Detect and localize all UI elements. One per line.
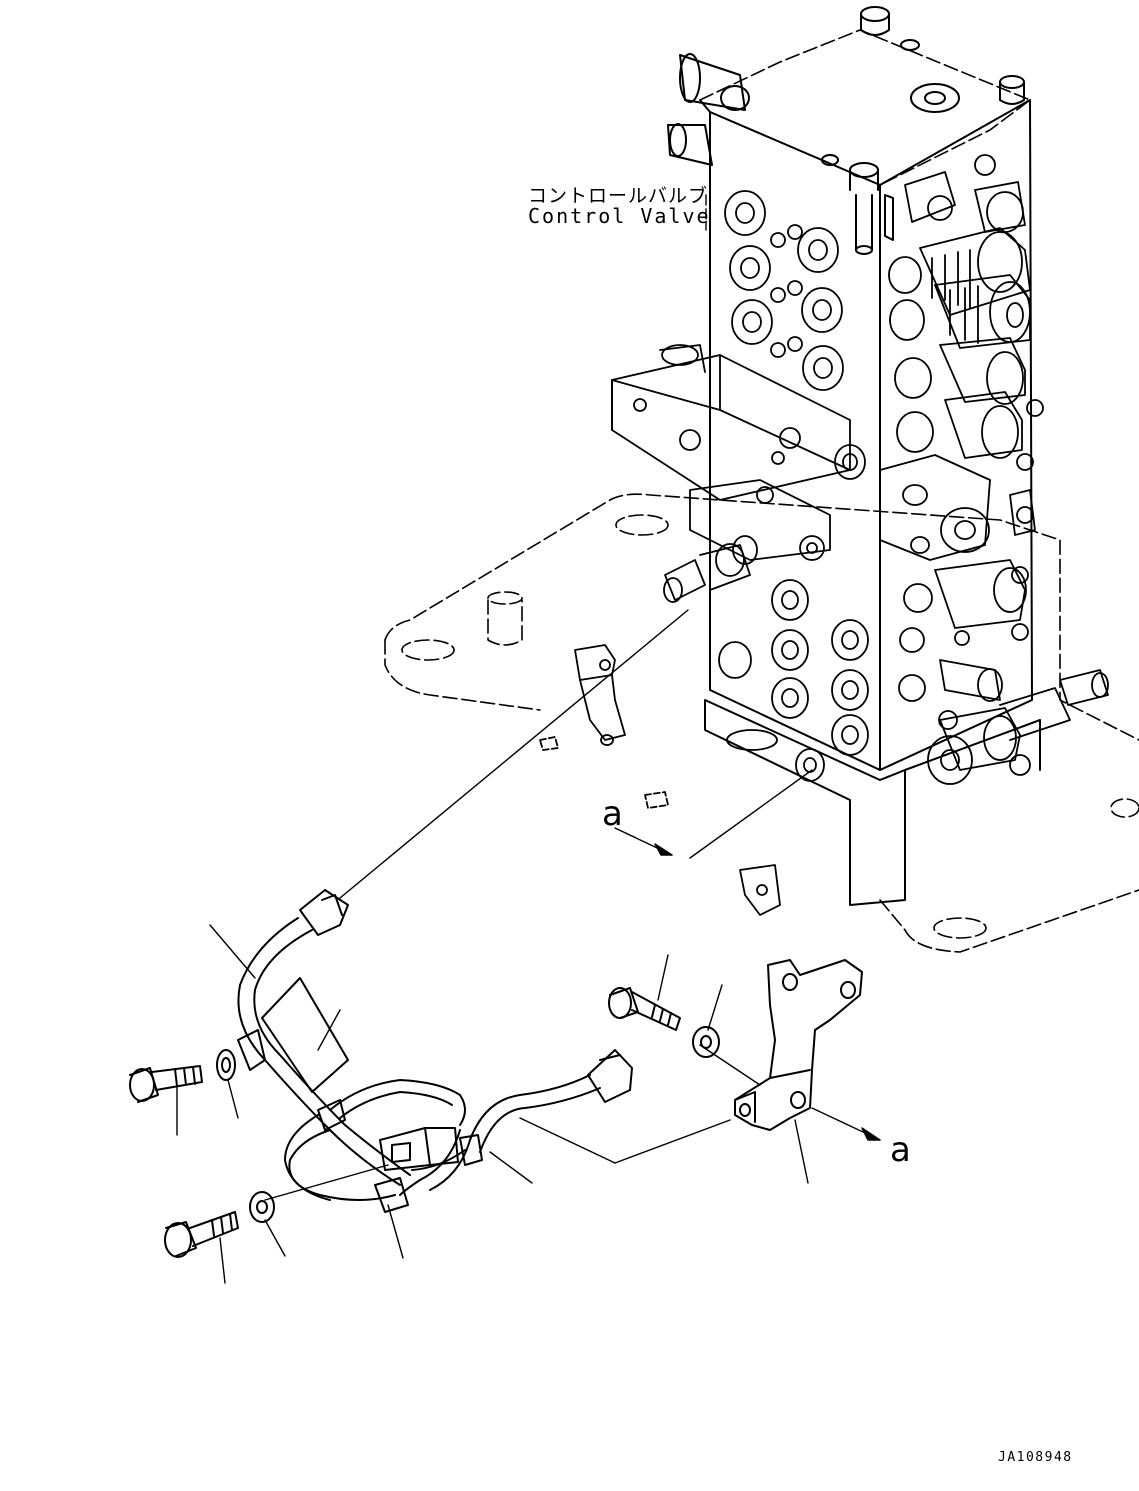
view-marker-a-right: a [890,1130,911,1170]
drawing-code: JA108948 [998,1450,1073,1465]
base-plate [384,493,1139,953]
view-marker-a-top: a [602,794,623,834]
control-valve [539,6,1109,916]
control-valve-label-jp: コントロールバルブ [528,185,709,207]
bolts-washers [129,987,720,1258]
bracket [734,959,863,1131]
leader-lines [176,194,813,1284]
view-arrows [614,827,881,1141]
control-valve-label-en: Control Valve [528,204,711,228]
wiring-harness [237,889,633,1213]
